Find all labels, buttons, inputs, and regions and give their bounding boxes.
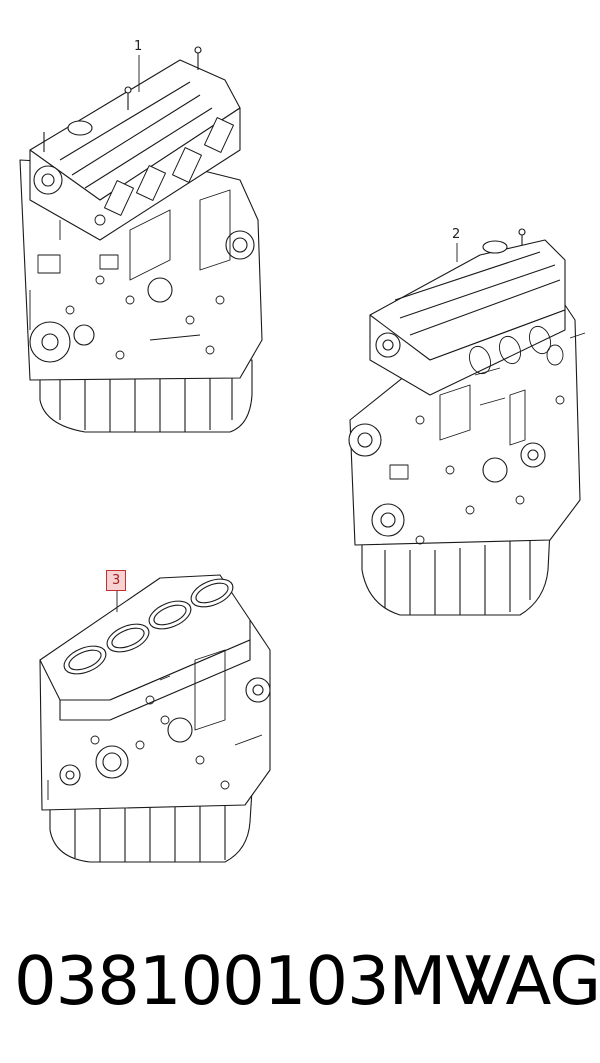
engine-assembly-1-icon[interactable]: [19, 46, 263, 433]
callout-label-2[interactable]: 2: [452, 227, 461, 242]
cylinder-block-icon[interactable]: [39, 574, 271, 863]
callout-label-3-highlighted[interactable]: 3: [106, 570, 127, 591]
callout-label-1[interactable]: 1: [134, 39, 143, 54]
part-number-text: 038100103MV: [14, 942, 491, 1020]
brand-text: VAG: [465, 942, 600, 1020]
engine-assembly-2-icon[interactable]: [348, 228, 586, 616]
